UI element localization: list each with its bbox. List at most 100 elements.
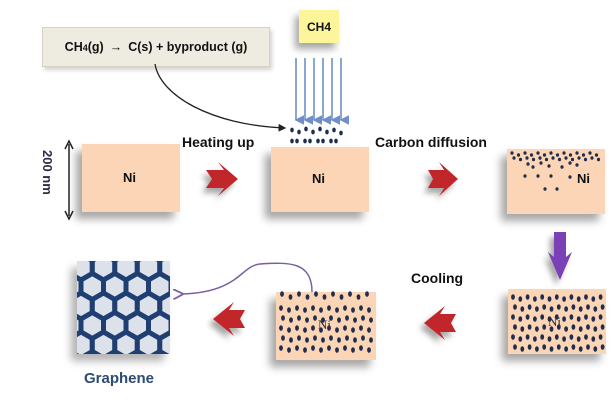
- ch4-source-box: CH4: [299, 10, 339, 43]
- carbon-atom: [339, 130, 343, 136]
- carbon-atom: [311, 345, 315, 351]
- carbon-atom: [531, 157, 536, 162]
- carbon-atom: [555, 187, 559, 191]
- carbon-atom: [555, 153, 560, 157]
- carbon-atoms: [279, 126, 605, 353]
- carbon-atom: [540, 314, 545, 320]
- carbon-atom: [351, 327, 355, 333]
- carbon-atom: [591, 296, 596, 302]
- carbon-atom: [598, 334, 603, 340]
- gas-flow-arrows: [294, 58, 349, 125]
- carbon-atom: [527, 344, 532, 350]
- carbon-atom: [533, 316, 537, 322]
- process-arrow-diffusion: [428, 162, 458, 196]
- carbon-atom: [356, 294, 361, 300]
- carbon-atom: [369, 337, 373, 343]
- carbon-atom: [365, 291, 369, 297]
- carbon-atom: [337, 317, 341, 323]
- nickel-substrate-1: Ni: [82, 144, 180, 212]
- carbon-atom: [554, 294, 559, 300]
- carbon-atom: [279, 325, 283, 331]
- carbon-atom: [547, 164, 551, 168]
- carbon-atom: [584, 314, 588, 320]
- carbon-atom: [600, 304, 605, 310]
- carbon-atom: [518, 157, 523, 162]
- carbon-atom: [308, 138, 312, 144]
- carbon-atom: [575, 163, 579, 167]
- carbon-atom: [290, 127, 294, 133]
- step-label-cooling: Cooling: [411, 270, 464, 286]
- carbon-atom: [591, 316, 596, 322]
- nickel-substrate-3: Ni: [507, 149, 605, 214]
- carbon-atom: [305, 337, 309, 343]
- carbon-atom: [295, 325, 299, 331]
- carbon-atom: [543, 187, 547, 191]
- carbon-atom: [305, 317, 309, 323]
- carbon-atom: [598, 294, 603, 300]
- carbon-atom: [578, 306, 583, 312]
- carbon-atom: [369, 317, 373, 323]
- carbon-atom: [367, 347, 371, 353]
- equation-products: C(s) + byproduct (g): [128, 40, 248, 54]
- carbon-atom: [570, 157, 575, 162]
- carbon-atom: [319, 307, 323, 313]
- carbon-atom: [547, 336, 552, 342]
- carbon-atom: [596, 157, 601, 162]
- carbon-atom: [571, 324, 576, 330]
- carbon-atom: [311, 325, 315, 331]
- carbon-atom: [598, 314, 603, 320]
- carbon-atom: [584, 294, 588, 300]
- carbon-atom: [311, 305, 315, 311]
- carbon-atom: [542, 324, 547, 330]
- carbon-atom: [556, 304, 561, 310]
- nickel-label-1: Ni: [123, 170, 136, 185]
- carbon-atom: [321, 138, 325, 144]
- carbon-atom: [511, 314, 515, 320]
- carbon-atom: [549, 326, 554, 332]
- carbon-atom: [568, 153, 573, 157]
- carbon-atom: [529, 153, 534, 157]
- carbon-atom: [335, 307, 339, 313]
- carbon-atom: [549, 174, 553, 178]
- carbon-atom: [544, 157, 549, 162]
- carbon-atom: [540, 294, 545, 300]
- carbon-atom: [295, 305, 299, 311]
- carbon-atom: [359, 345, 363, 351]
- carbon-atom: [279, 305, 283, 311]
- carbon-atom: [513, 344, 517, 350]
- carbon-atom: [329, 138, 333, 144]
- equation-reactant-subscript: 4: [82, 43, 88, 53]
- carbon-atom: [297, 291, 301, 297]
- carbon-atom: [564, 326, 568, 332]
- carbon-atom: [549, 151, 553, 155]
- carbon-atom: [281, 315, 285, 321]
- carbon-atom: [287, 347, 291, 353]
- carbon-atom: [339, 294, 344, 300]
- transfer-arrow-down: [548, 232, 572, 280]
- carbon-atom: [367, 327, 371, 333]
- carbon-atom: [562, 336, 566, 342]
- carbon-atom: [316, 138, 320, 144]
- carbon-atom: [295, 345, 299, 351]
- carbon-atom: [600, 344, 605, 350]
- carbon-atom: [361, 315, 365, 321]
- carbon-atom: [576, 316, 581, 322]
- carbon-atom: [588, 151, 592, 155]
- carbon-atom: [343, 345, 347, 351]
- carbon-atom: [332, 127, 336, 133]
- carbon-atom: [531, 165, 535, 169]
- carbon-atom: [542, 344, 547, 350]
- carbon-atom: [562, 151, 566, 155]
- carbon-atom: [334, 138, 338, 144]
- carbon-atom: [523, 151, 527, 155]
- carbon-atom: [353, 317, 357, 323]
- carbon-atom: [525, 156, 529, 160]
- carbon-atom: [516, 153, 521, 157]
- carbon-atom: [533, 336, 537, 342]
- carbon-atom: [280, 291, 284, 297]
- carbon-atom: [564, 346, 568, 352]
- carbon-atom: [520, 326, 525, 332]
- graphene-pointer-arrow: [182, 262, 313, 294]
- carbon-atom: [303, 307, 307, 313]
